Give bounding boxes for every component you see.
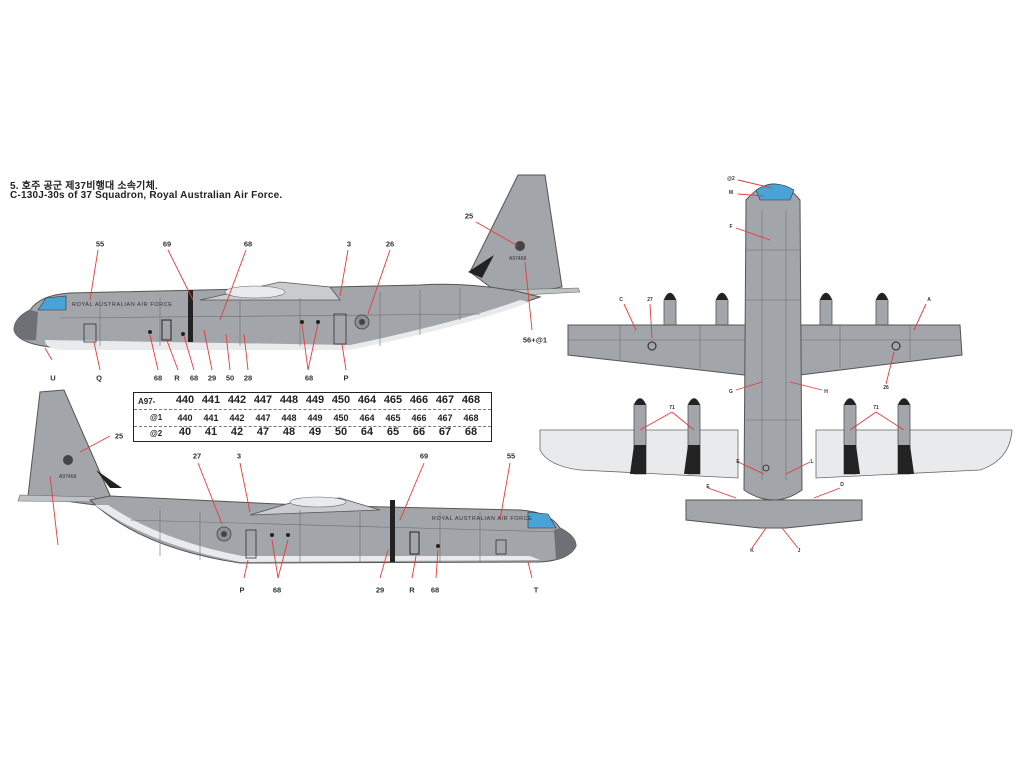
callout: P (343, 373, 349, 383)
serial-cell: 441 (203, 413, 219, 423)
serial-cell: 449 (307, 413, 323, 423)
serial-cell: 440 (175, 394, 195, 406)
plan-view (539, 183, 1013, 529)
serial-cell: 465 (383, 394, 403, 406)
serial-row-2: @2 40 41 42 47 48 49 50 64 65 66 67 68 (134, 425, 491, 441)
serial-cell: 440 (177, 413, 193, 423)
serial-cell: 442 (229, 413, 245, 423)
callout: 68 (272, 585, 282, 595)
serial-cell: 50 (334, 426, 348, 438)
callout: 55 (95, 239, 105, 249)
callout: 27 (647, 297, 653, 303)
serial-cell: 464 (359, 413, 375, 423)
callout: 25 (114, 431, 124, 441)
serial-cell: 442 (227, 394, 247, 406)
callout: T (533, 585, 539, 595)
callout: 68 (243, 239, 253, 249)
callout: 71 (669, 405, 675, 411)
callout: J (797, 548, 801, 554)
callout: 3 (346, 239, 352, 249)
callout: @2 (727, 176, 735, 182)
callout: C (619, 297, 623, 303)
serial-cell: 447 (253, 394, 273, 406)
serial-cell: 441 (201, 394, 221, 406)
callout: 29 (375, 585, 385, 595)
serial-cell: 67 (438, 426, 452, 438)
callout: D (840, 482, 844, 488)
serial-cell: 49 (308, 426, 322, 438)
serial-prefix: @2 (150, 429, 163, 438)
serial-row-1: @1 440 441 442 447 448 449 450 464 465 4… (134, 409, 491, 427)
callout: Q (96, 373, 102, 383)
serial-cell: 41 (204, 426, 218, 438)
callout: 69 (162, 239, 172, 249)
serial-cell: 465 (385, 413, 401, 423)
callout: R (409, 585, 415, 595)
serial-cell: 467 (437, 413, 453, 423)
tail-serial-top: A97468 (509, 256, 527, 262)
serial-cell: 466 (411, 413, 427, 423)
callout: A (927, 297, 931, 303)
fuselage-lettering-top: ROYAL AUSTRALIAN AIR FORCE (72, 302, 173, 308)
callout: M (728, 190, 734, 196)
side-view-right (17, 389, 577, 564)
callout: F (729, 224, 733, 230)
serial-prefix: A97- (138, 397, 156, 406)
serial-row-a97: A97- 440 441 442 447 448 449 450 464 465… (134, 393, 491, 409)
callout: E (736, 459, 740, 465)
callout: G (729, 389, 733, 395)
callout: 71 (873, 405, 879, 411)
serial-prefix: @1 (150, 413, 163, 422)
callout: R (174, 373, 180, 383)
callout: H (824, 389, 828, 395)
serial-cell: 66 (412, 426, 426, 438)
callout: 28 (243, 373, 253, 383)
fuselage-lettering-bottom: ROYAL AUSTRALIAN AIR FORCE (432, 516, 533, 522)
callout: L (810, 459, 814, 465)
serial-cell: 449 (305, 394, 325, 406)
serial-cell: 448 (279, 394, 299, 406)
callout: 25 (464, 211, 474, 221)
callout: 27 (192, 451, 202, 461)
side-view-left (13, 174, 581, 350)
callout: 69 (419, 451, 429, 461)
callout: 26 (385, 239, 395, 249)
serial-cell: 48 (282, 426, 296, 438)
callout: P (239, 585, 245, 595)
callout: 68 (430, 585, 440, 595)
serial-cell: 447 (255, 413, 271, 423)
callout: 68 (304, 373, 314, 383)
callout: 50 (225, 373, 235, 383)
callout: E (706, 484, 710, 490)
serial-cell: 64 (360, 426, 374, 438)
heading-korean: 5. 호주 공군 제37비행대 소속기체. (10, 181, 158, 192)
callout: 26 (883, 385, 889, 391)
callout: 68 (189, 373, 199, 383)
callout: U (50, 373, 56, 383)
serial-cell: 450 (331, 394, 351, 406)
serial-cell: 448 (281, 413, 297, 423)
serial-cell: 464 (357, 394, 377, 406)
serial-cell: 47 (256, 426, 270, 438)
callout: 29 (207, 373, 217, 383)
serial-cell: 466 (409, 394, 429, 406)
callout: 56+@1 (522, 335, 548, 345)
callout: 3 (236, 451, 242, 461)
serial-cell: 450 (333, 413, 349, 423)
callout: K (750, 548, 754, 554)
serial-cell: 42 (230, 426, 244, 438)
callout: 55 (506, 451, 516, 461)
serial-cell: 468 (461, 394, 481, 406)
serial-cell: 468 (463, 413, 479, 423)
serial-number-table: A97- 440 441 442 447 448 449 450 464 465… (133, 392, 492, 442)
serial-cell: 40 (178, 426, 192, 438)
serial-cell: 467 (435, 394, 455, 406)
callout: 68 (153, 373, 163, 383)
heading-english: C-130J-30s of 37 Squadron, Royal Austral… (10, 190, 283, 201)
tail-serial-bottom: A97468 (59, 474, 77, 480)
serial-cell: 68 (464, 426, 478, 438)
serial-cell: 65 (386, 426, 400, 438)
